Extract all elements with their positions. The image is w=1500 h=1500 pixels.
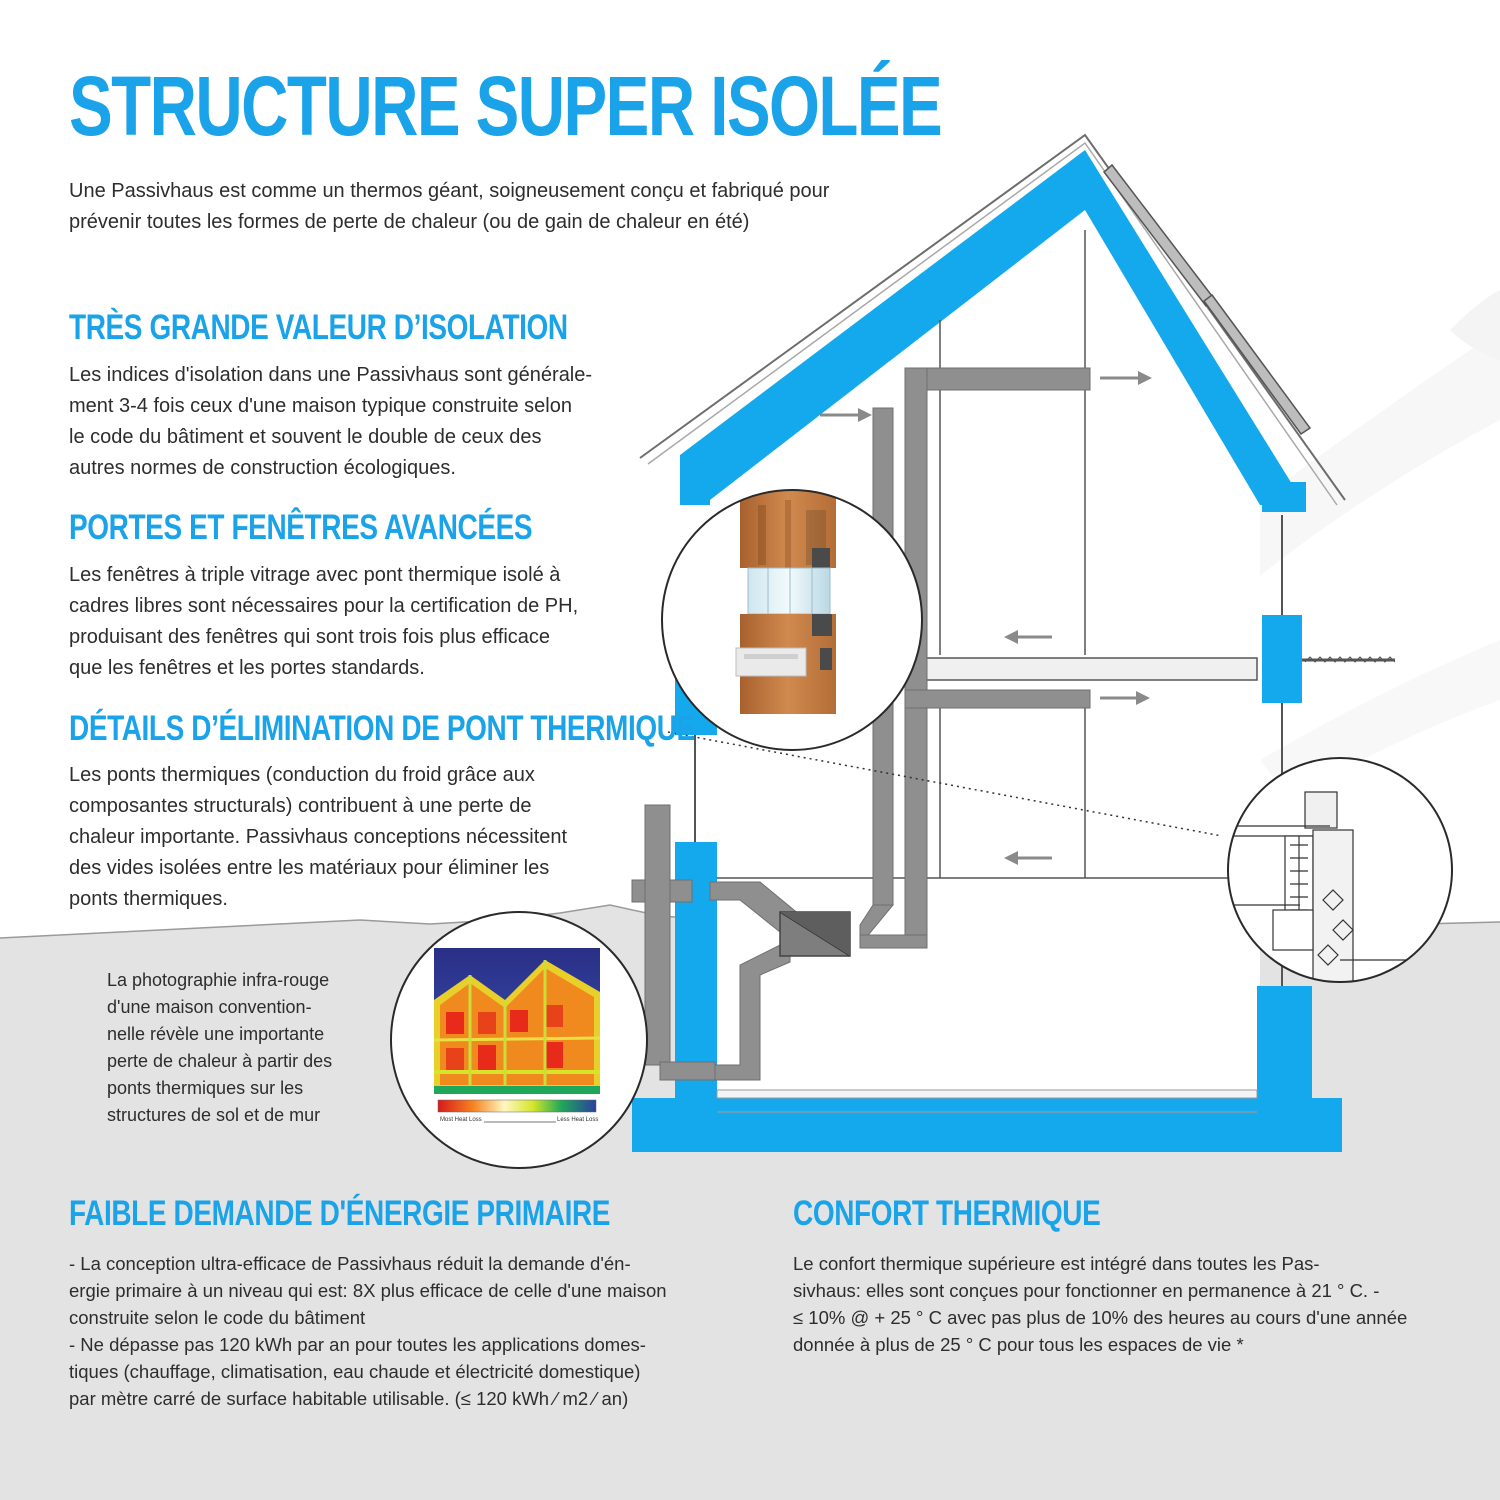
window-detail-circle [661,489,923,751]
right-wall-insulation [1262,615,1302,703]
slab-insulation [632,1098,1342,1152]
intro-text: Une Passivhaus est comme un thermos géan… [69,180,830,233]
section-heading-windows: PORTES ET FENÊTRES AVANCÉES [69,508,533,547]
section-text-insulation: Les indices d'isolation dans une Passivh… [69,364,593,479]
infrared-photo-circle [390,911,648,1169]
callout-line [667,731,1223,837]
heat-scale-right-label: Less Heat Loss [557,1117,599,1123]
thermal-bridge-detail-circle [1227,757,1453,983]
section-text-primary-energy: - La conception ultra-efficace de Passiv… [69,1253,667,1409]
section-heading-primary-energy: FAIBLE DEMANDE D'ÉNERGIE PRIMAIRE [69,1194,611,1233]
roof-insulation [680,150,1305,505]
heat-scale-left-label: Most Heat Loss [440,1117,482,1123]
section-heading-thermal-bridge: DÉTAILS D’ÉLIMINATION DE PONT THERMIQUE [69,709,695,748]
air-flow-arrows [820,371,1152,865]
page-title: STRUCTURE SUPER ISOLÉE [69,59,943,153]
section-heading-insulation: TRÈS GRANDE VALEUR D’ISOLATION [69,308,568,347]
infrared-house-image [433,948,601,1094]
heat-scale-bar [437,1099,597,1113]
heat-recovery-unit [779,911,851,957]
section-text-thermal-comfort: Le confort thermique supérieure est inté… [793,1253,1408,1355]
section-text-windows: Les fenêtres à triple vitrage avec pont … [69,564,579,679]
section-heading-thermal-comfort: CONFORT THERMIQUE [793,1194,1101,1233]
infrared-caption: La photographie infra-rouge d'une maison… [107,970,333,1125]
section-text-thermal-bridge: Les ponts thermiques (conduction du froi… [69,764,568,910]
